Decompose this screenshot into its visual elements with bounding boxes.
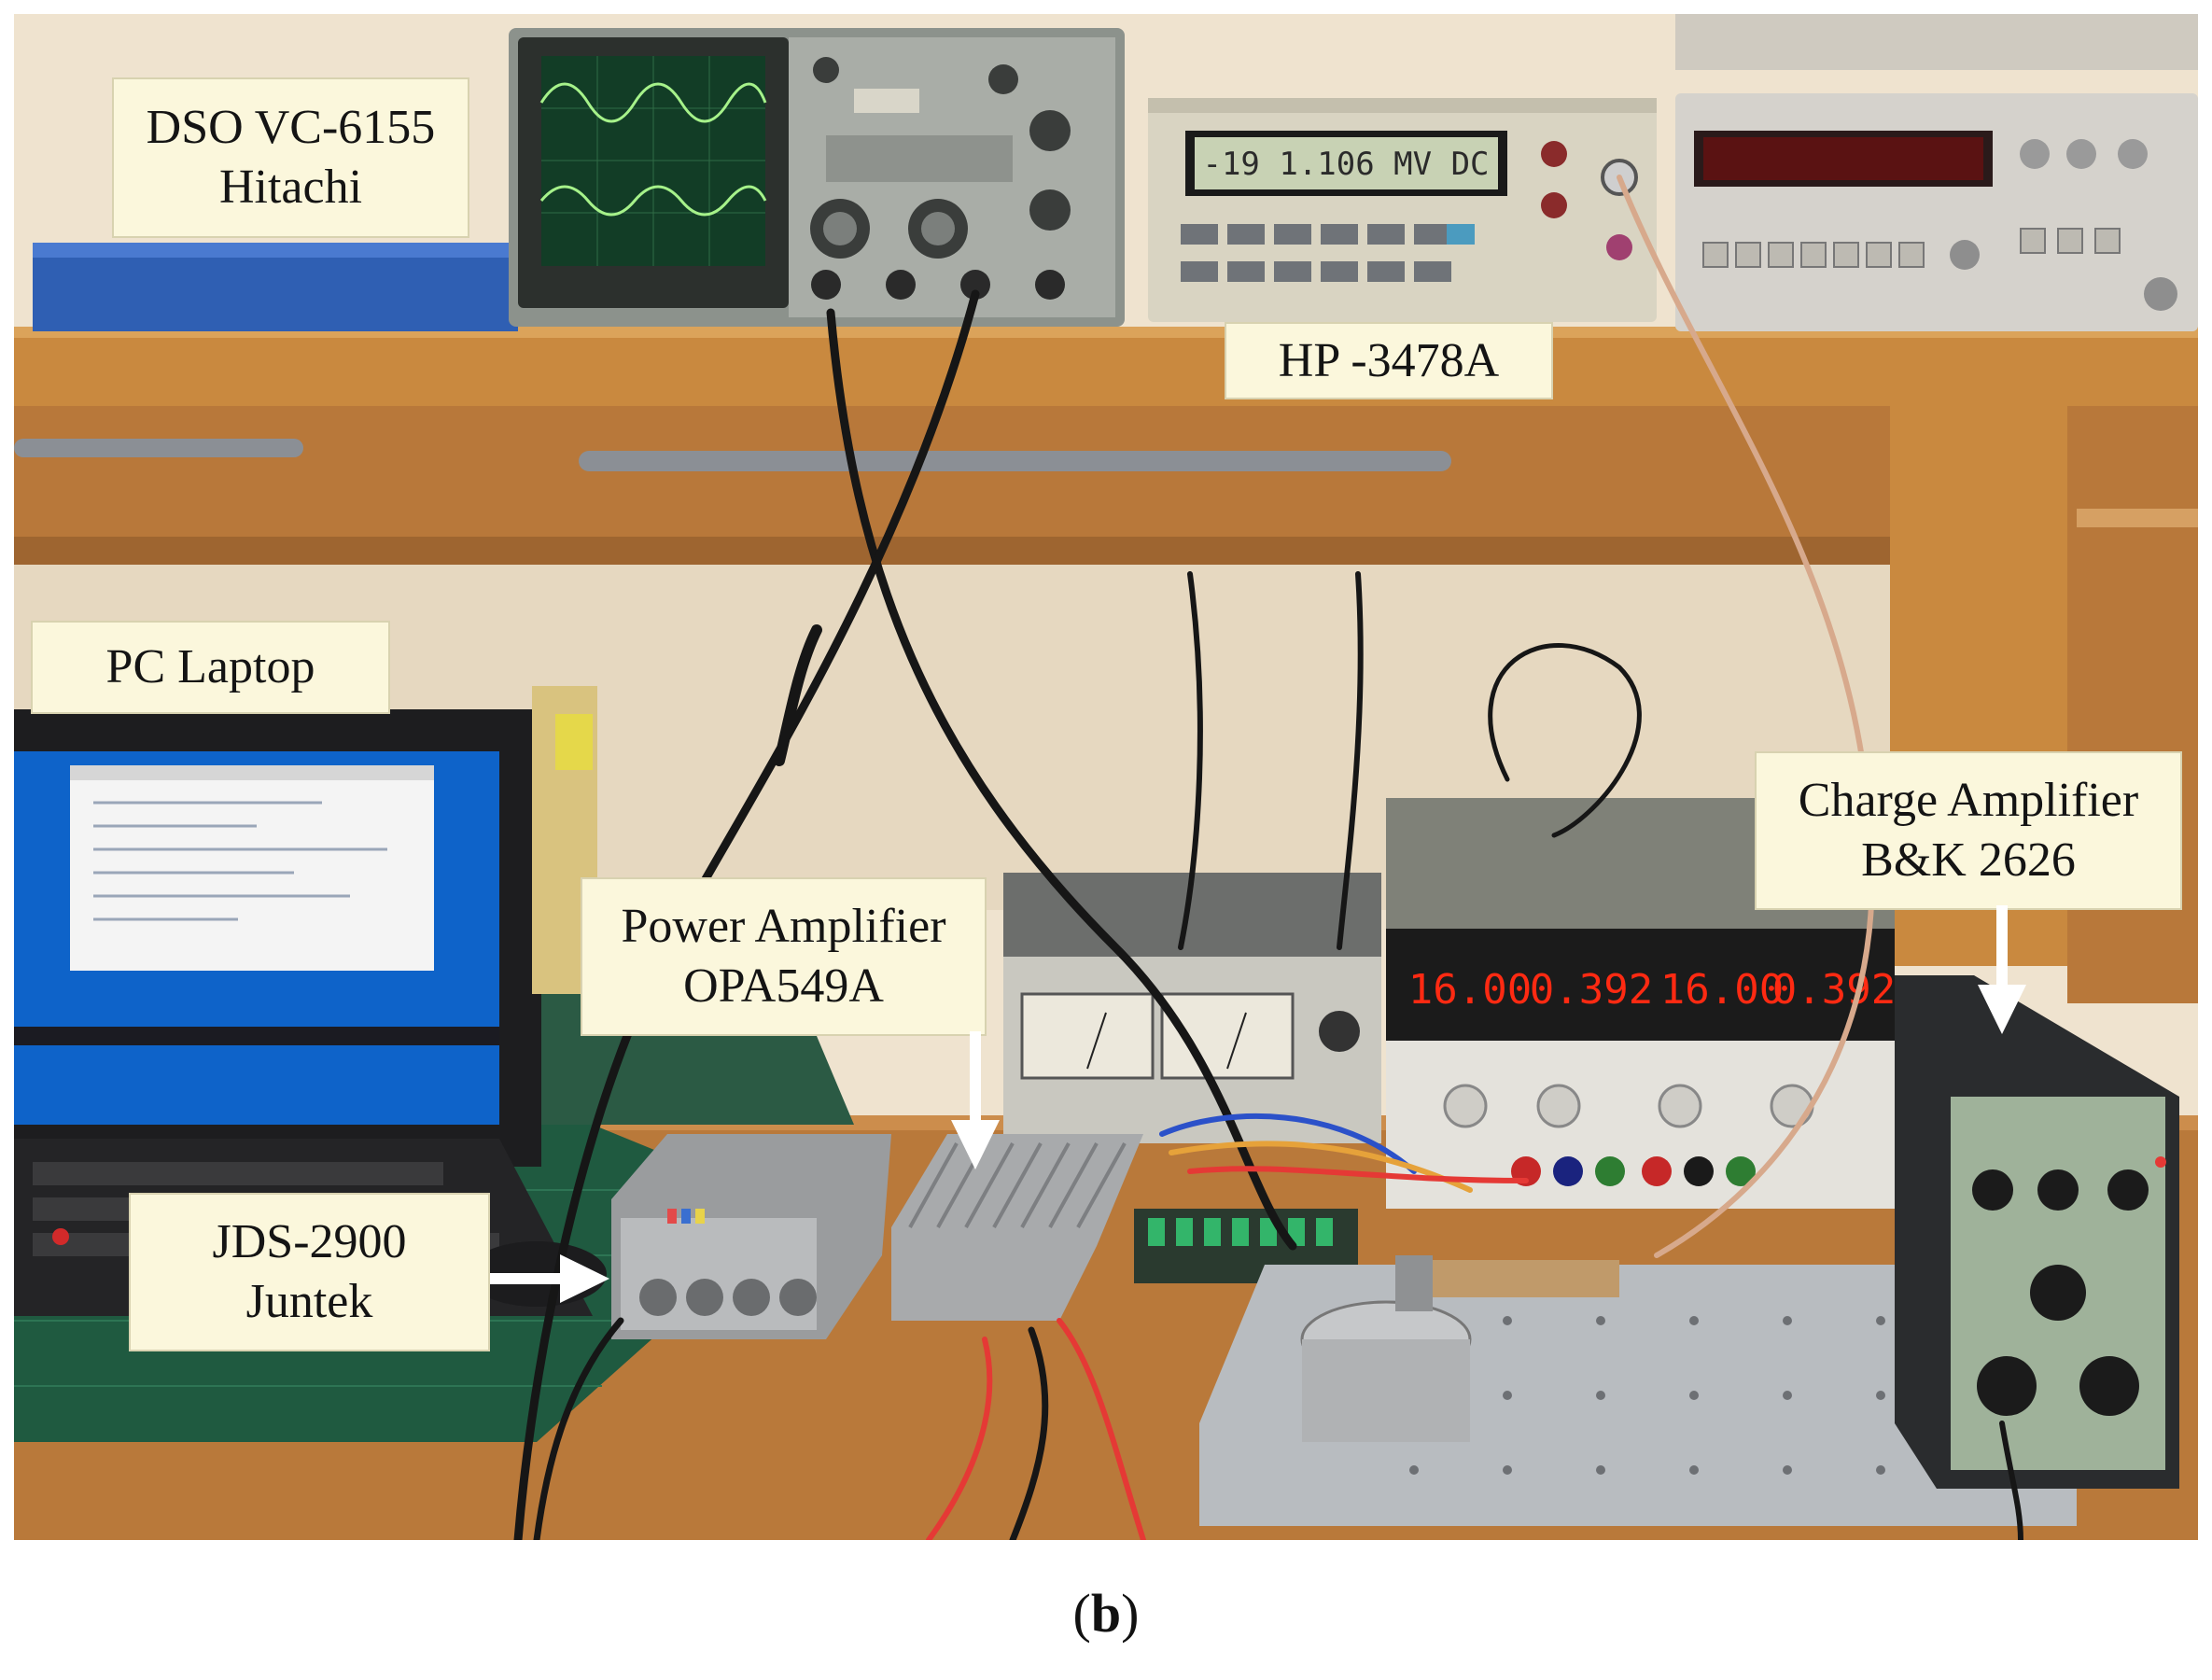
multimeter-readout: -19 1.106 MV DC — [1202, 146, 1489, 183]
label-power-amplifier-line2: OPA549A — [683, 959, 884, 1013]
arrow-down-icon — [1978, 905, 2026, 1034]
top-shelf — [14, 327, 2198, 406]
arrow-right-icon — [490, 1254, 609, 1303]
caption-letter: b — [1090, 1583, 1122, 1644]
label-generator-line2: Juntek — [245, 1275, 373, 1328]
label-generator: JDS-2900 Juntek — [129, 1193, 490, 1351]
label-dso: DSO VC-6155 Hitachi — [112, 77, 469, 238]
label-dso-line2: Hitachi — [218, 161, 363, 214]
signal-generator-device — [611, 1134, 891, 1339]
psu-ch1-voltage: 16.00 — [1408, 966, 1532, 1014]
psu-ch2-current: 0.392 — [1772, 966, 1896, 1014]
signal-instrument-stack — [1675, 14, 2198, 331]
figure-caption: (b) — [0, 1582, 2212, 1645]
multimeter-device: -19 1.106 MV DC — [1148, 98, 1657, 322]
label-charge-amplifier-line1: Charge Amplifier — [1798, 774, 2139, 827]
label-generator-line1: JDS-2900 — [212, 1215, 407, 1268]
charge-amplifier-device — [1895, 975, 2179, 1489]
label-laptop-line1: PC Laptop — [105, 640, 315, 693]
multimeter-lcd — [1195, 137, 1498, 189]
label-power-amplifier: Power Amplifier OPA549A — [581, 877, 987, 1036]
label-multimeter-line1: HP -3478A — [1278, 333, 1500, 387]
label-dso-line1: DSO VC-6155 — [146, 101, 436, 154]
label-charge-amplifier-line2: B&K 2626 — [1861, 833, 2076, 887]
label-laptop: PC Laptop — [31, 621, 390, 714]
shelf-apron — [14, 406, 2198, 555]
analog-power-supply — [1003, 873, 1381, 1143]
scope-probe-cable-1 — [826, 308, 1297, 1251]
caption-close-paren: ) — [1121, 1583, 1140, 1644]
specimen-beam — [1433, 1260, 1619, 1297]
caption-open-paren: ( — [1072, 1583, 1091, 1644]
label-charge-amplifier: Charge Amplifier B&K 2626 — [1755, 751, 2182, 910]
shelf-rod — [579, 451, 1451, 471]
psu-ch2-voltage: 16.00 — [1660, 966, 1784, 1014]
arrow-down-icon — [951, 1031, 1000, 1169]
label-power-amplifier-line1: Power Amplifier — [621, 900, 946, 953]
scope-trace-1 — [539, 82, 767, 123]
psu-ch1-current: 0.392 — [1530, 966, 1653, 1014]
label-multimeter: HP -3478A — [1225, 322, 1553, 399]
scope-trace-2 — [539, 185, 767, 217]
oscilloscope-device — [509, 28, 1125, 327]
